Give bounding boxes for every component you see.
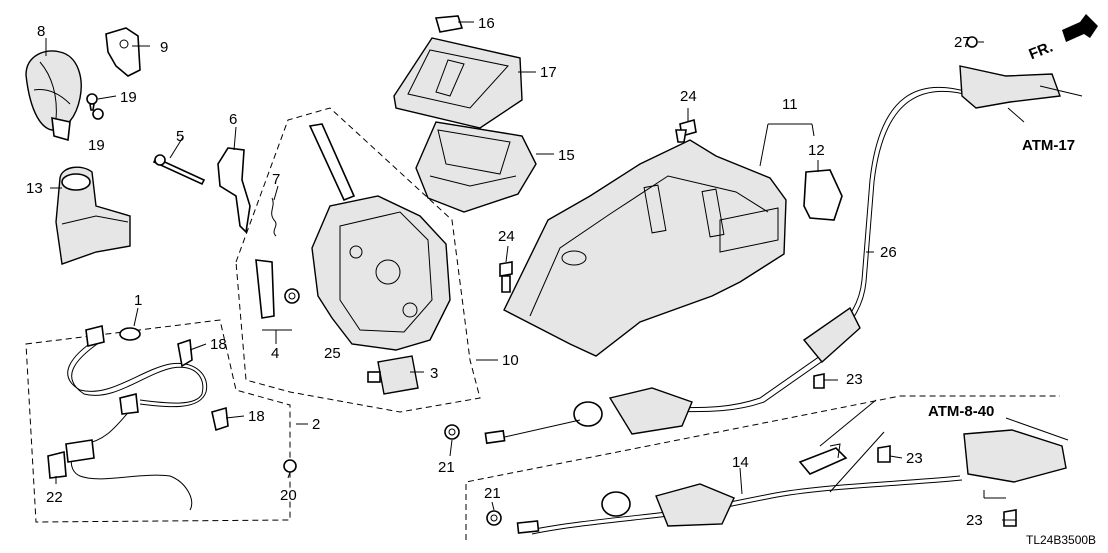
sensor-1	[119, 327, 141, 341]
bolt-24-lower	[499, 261, 513, 293]
callout-10: 10	[502, 352, 519, 369]
washer-21-lower	[486, 510, 502, 526]
callout-11: 11	[782, 96, 798, 113]
callout-17: 17	[540, 64, 557, 81]
callout-24a: 24	[680, 88, 697, 105]
group-outline-harness	[25, 319, 291, 523]
lever-part	[217, 147, 251, 234]
leader-lines	[45, 21, 1083, 521]
ref-atm-17: ATM-17	[1022, 137, 1075, 154]
pin-part	[152, 154, 206, 186]
harness-clip-lower	[211, 406, 229, 432]
sensor-bracket	[255, 259, 300, 319]
callout-1: 1	[134, 292, 142, 309]
bolt-23-b	[877, 445, 891, 463]
callout-4: 4	[271, 345, 279, 362]
screw-pair	[86, 93, 104, 120]
group-outline-cable	[465, 395, 1060, 540]
callout-18b: 18	[248, 408, 265, 425]
solenoid-part	[367, 355, 419, 395]
front-label: FR.	[1027, 38, 1056, 63]
callout-27: 27	[954, 34, 971, 51]
grommet-20	[283, 459, 297, 473]
callout-23b: 23	[906, 450, 923, 467]
ref-atm-8-40: ATM-8-40	[928, 403, 994, 420]
callout-7: 7	[272, 171, 280, 188]
bolt-24-upper	[675, 118, 697, 143]
callout-21a: 21	[438, 459, 455, 476]
wire-harness	[65, 325, 208, 511]
callout-21b: 21	[484, 485, 501, 502]
selector-housing	[415, 121, 537, 213]
washer-21-upper	[444, 424, 460, 440]
harness-clip-upper	[177, 338, 193, 368]
callout-24b: 24	[498, 228, 515, 245]
front-arrow-icon	[1062, 14, 1098, 42]
shift-cable-lower	[516, 429, 1067, 535]
callout-6: 6	[229, 111, 237, 128]
callout-22: 22	[46, 489, 63, 506]
callout-15: 15	[558, 147, 575, 164]
cable-bracket	[829, 443, 841, 459]
callout-25: 25	[324, 345, 341, 362]
shift-cable-upper	[484, 65, 1061, 445]
callout-9: 9	[160, 39, 168, 56]
callout-14: 14	[732, 454, 749, 471]
clip-27	[966, 36, 978, 48]
callout-12: 12	[808, 142, 825, 159]
callout-8: 8	[37, 23, 45, 40]
callout-18a: 18	[210, 336, 227, 353]
callout-16: 16	[478, 15, 495, 32]
callout-13: 13	[26, 180, 43, 197]
callout-2: 2	[312, 416, 320, 433]
callout-19a: 19	[120, 89, 137, 106]
group-outline-shifter	[235, 107, 481, 413]
diagram-code: TL24B3500B	[1026, 533, 1096, 547]
knob-clip	[105, 27, 141, 77]
shift-lever-assembly	[308, 123, 451, 351]
knob-boot	[55, 166, 131, 265]
cable-clip-12	[803, 169, 843, 221]
callout-3: 3	[430, 365, 438, 382]
indicator-panel	[393, 37, 523, 129]
callout-23c: 23	[966, 512, 983, 529]
console-bracket	[503, 139, 787, 357]
bolt-23-a	[813, 373, 825, 389]
shift-knob	[25, 50, 82, 142]
callout-26: 26	[880, 244, 897, 261]
bolt-23-c	[1003, 509, 1017, 527]
callout-5: 5	[176, 128, 184, 145]
console-clip	[434, 15, 464, 33]
callout-20: 20	[280, 487, 297, 504]
connector-22	[47, 450, 67, 479]
spring-part	[271, 197, 277, 237]
callout-19b: 19	[88, 137, 105, 154]
callout-23a: 23	[846, 371, 863, 388]
